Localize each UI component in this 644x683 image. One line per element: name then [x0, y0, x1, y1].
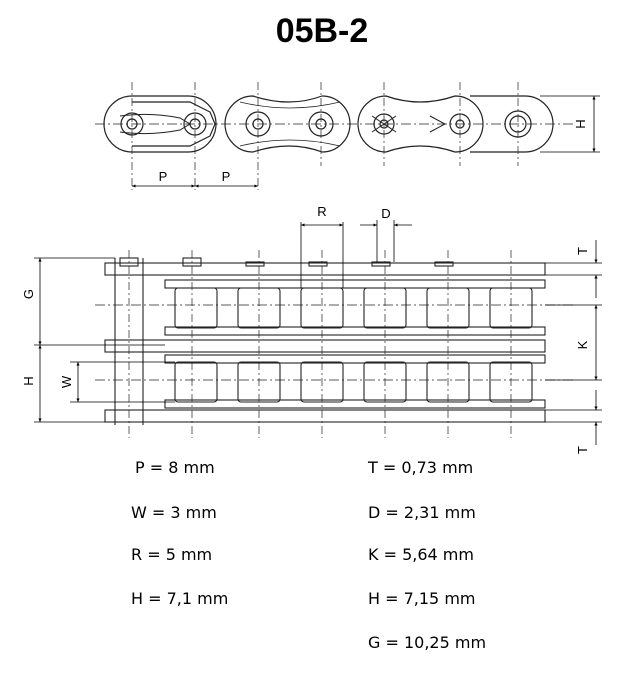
spec-inner-width: W = 3 mm — [131, 503, 217, 522]
inner-width-dimension — [70, 361, 175, 403]
spec-height: H = 7,1 mm — [131, 589, 229, 608]
spec-pin-length: G = 10,25 mm — [368, 633, 487, 652]
label-p-left: P — [159, 169, 168, 184]
spec-overall-width: H = 7,15 mm — [368, 589, 476, 608]
label-d: D — [381, 206, 390, 221]
label-w: W — [59, 375, 74, 388]
label-t-top: T — [575, 247, 590, 255]
pin-length-dimension — [34, 257, 165, 346]
spec-pitch: P = 8 mm — [135, 458, 215, 477]
spec-pin-diameter: D = 2,31 mm — [368, 503, 476, 522]
chain-top-view — [95, 250, 575, 438]
roller-width-dimension — [300, 222, 344, 288]
height-dimension-top — [540, 95, 600, 153]
transverse-pitch-dimension — [545, 304, 602, 381]
chain-side-view — [95, 82, 575, 190]
label-k: K — [575, 340, 590, 349]
label-r: R — [317, 204, 326, 219]
spec-roller-diameter: R = 5 mm — [131, 545, 213, 564]
overall-width-dimension — [34, 345, 105, 423]
label-g: G — [21, 289, 36, 299]
pin-diameter-dimension — [360, 220, 412, 262]
plate-thickness-dimension-top — [545, 240, 602, 298]
label-t-bottom: T — [575, 446, 590, 454]
label-h-top: H — [573, 119, 588, 128]
spec-transverse-pitch: K = 5,64 mm — [368, 545, 474, 564]
label-h-left: H — [21, 376, 36, 385]
label-p-right: P — [222, 169, 231, 184]
spec-plate-thickness: T = 0,73 mm — [368, 458, 474, 477]
plate-thickness-dimension-bottom — [545, 390, 602, 445]
page-title: 05B-2 — [275, 12, 369, 50]
